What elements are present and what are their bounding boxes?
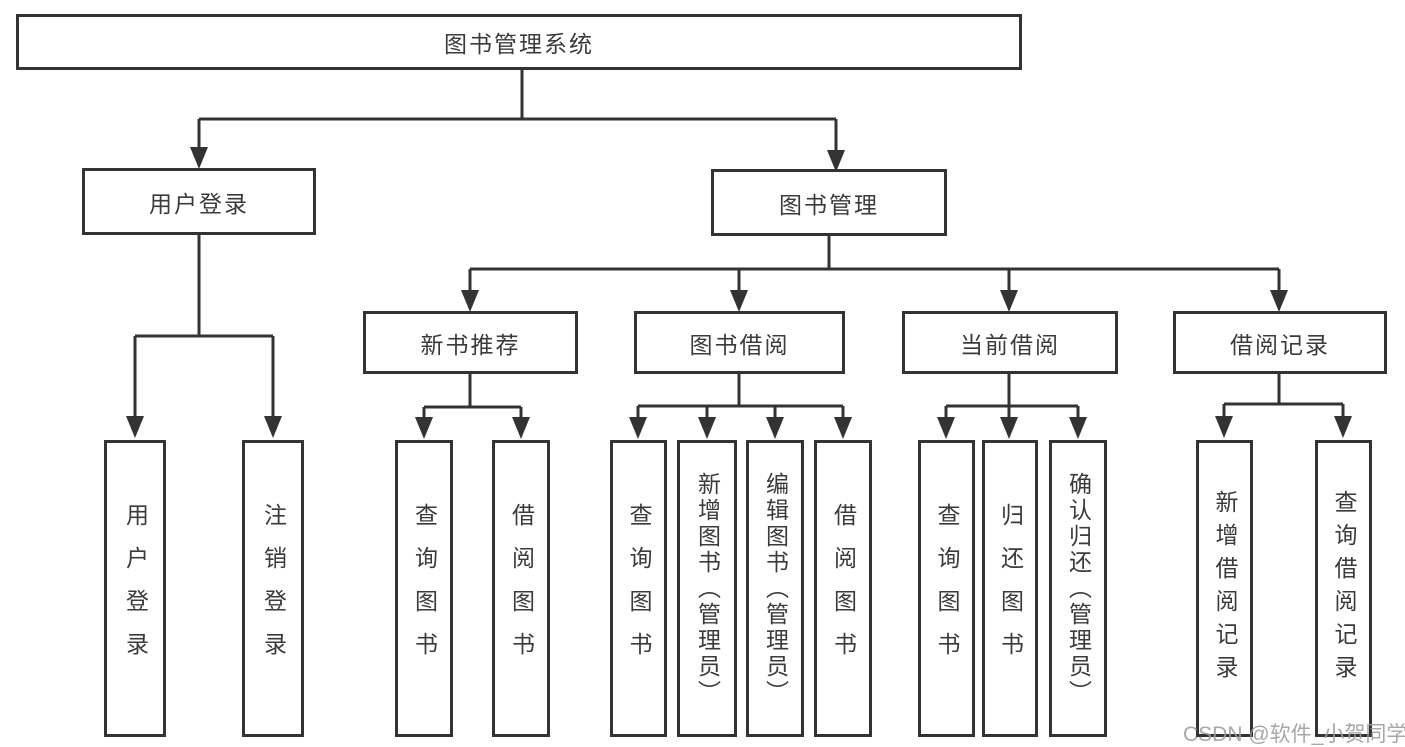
leaf-confirm-return-admin: 确认归还（管理员） (1049, 440, 1107, 737)
node-current-borrowing: 当前借阅 (902, 311, 1118, 374)
arrowheads (126, 147, 1352, 439)
node-borrow-records: 借阅记录 (1173, 311, 1387, 374)
leaf-return-books: 归还图书 (982, 440, 1038, 737)
leaf-query-books-borrowing: 查询图书 (610, 440, 667, 737)
leaf-add-borrow-record: 新增借阅记录 (1196, 440, 1253, 737)
leaf-borrow-books-recommend: 借阅图书 (492, 440, 550, 737)
node-new-book-recommend: 新书推荐 (363, 311, 578, 374)
leaf-user-login: 用户登录 (104, 440, 166, 737)
leaf-query-books-current: 查询图书 (918, 440, 975, 737)
node-book-management: 图书管理 (711, 169, 947, 236)
node-user-login: 用户登录 (82, 168, 316, 235)
leaf-edit-books-admin: 编辑图书（管理员） (746, 440, 804, 737)
leaf-query-borrow-record: 查询借阅记录 (1315, 440, 1372, 737)
watermark: CSDN @软件_小贺同学 (1183, 723, 1405, 746)
leaf-borrow-books: 借阅图书 (814, 440, 872, 737)
node-book-borrowing: 图书借阅 (634, 311, 845, 374)
node-library-management-system: 图书管理系统 (16, 14, 1022, 70)
leaf-add-books-admin: 新增图书（管理员） (677, 440, 737, 737)
leaf-logout: 注销登录 (242, 440, 304, 737)
leaf-query-books-recommend: 查询图书 (395, 440, 453, 737)
